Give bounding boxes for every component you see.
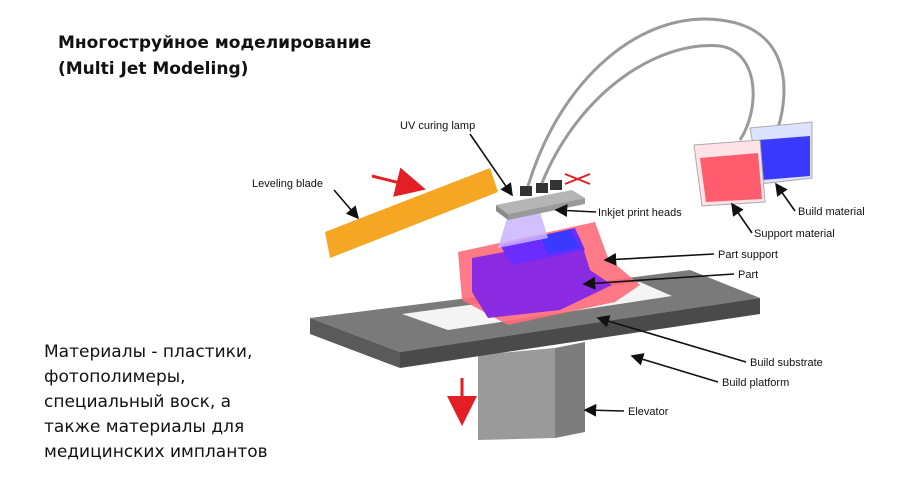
label-part: Part — [738, 269, 758, 281]
materials-description: Материалы - пластики, фотополимеры, спец… — [44, 340, 268, 465]
label-elevator: Elevator — [628, 406, 669, 418]
materials-line-5: медицинских имплантов — [44, 442, 268, 462]
label-build-platform: Build platform — [722, 377, 789, 389]
title-line-1: Многоструйное моделирование — [58, 33, 372, 53]
leader-lines — [333, 133, 796, 417]
part — [472, 228, 612, 318]
label-inkjet-heads: Inkjet print heads — [598, 207, 682, 219]
materials-line-4: также материалы для — [44, 417, 245, 437]
label-build-substrate: Build substrate — [750, 357, 823, 369]
label-support-material: Support material — [754, 228, 835, 240]
build-material-tank — [749, 121, 813, 185]
materials-line-1: Материалы - пластики, — [44, 342, 253, 362]
blade-motion-arrow — [371, 167, 426, 197]
uv-light-glow — [498, 212, 548, 248]
diagram-title: Многоструйное моделирование (Multi Jet M… — [58, 30, 371, 82]
label-uv-lamp: UV curing lamp — [400, 120, 475, 132]
label-leveling-blade: Leveling blade — [252, 178, 323, 190]
head-motion-arrow — [564, 173, 591, 185]
materials-line-3: специальный воск, а — [44, 392, 232, 412]
label-part-support: Part support — [718, 249, 778, 261]
feed-tubes — [526, 17, 786, 187]
materials-line-2: фотополимеры, — [44, 367, 186, 387]
leveling-blade — [325, 168, 498, 258]
support-material-tank — [693, 139, 766, 207]
print-head-carriage — [496, 180, 585, 220]
label-build-material: Build material — [798, 206, 865, 218]
elevator — [478, 342, 585, 440]
title-line-2: (Multi Jet Modeling) — [58, 59, 249, 79]
